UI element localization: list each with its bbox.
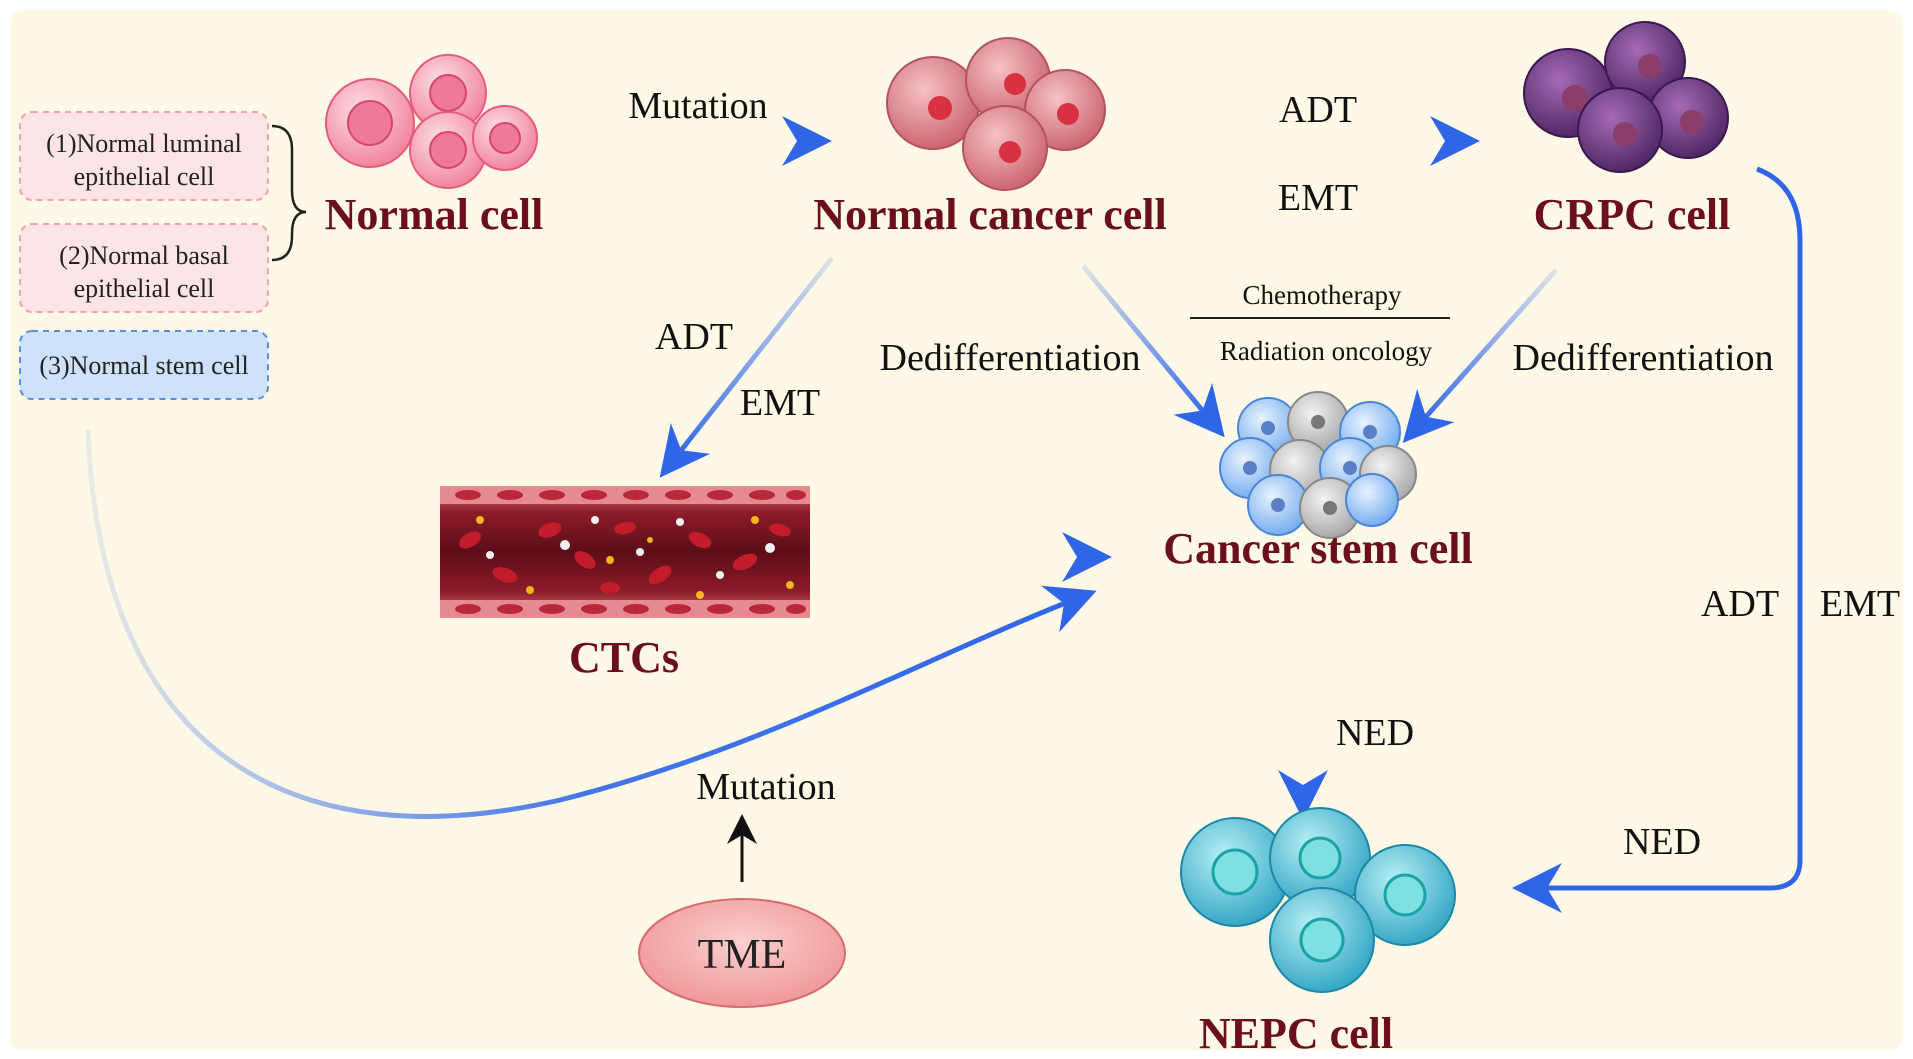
- label-ned-vertical: NED: [1336, 712, 1414, 754]
- ctcs-vessel-icon: [440, 486, 810, 618]
- label-adt-right: ADT: [1701, 583, 1779, 625]
- origin-box-luminal-line2: epithelial cell: [74, 162, 215, 191]
- brace-icon: [271, 124, 307, 262]
- crpc-cell-icon: [1523, 21, 1729, 173]
- cancer-stem-cell-icon: [1219, 391, 1417, 539]
- label-dediff-left: Dedifferentiation: [880, 337, 1141, 379]
- origin-box-luminal-line1: (1)Normal luminal: [46, 129, 242, 158]
- label-chemotherapy: Chemotherapy: [1243, 280, 1402, 310]
- nepc-cell-icon: [1180, 807, 1456, 993]
- origin-box-stem-label: (3)Normal stem cell: [39, 351, 248, 380]
- normal-cancer-cell-icon: [886, 37, 1106, 191]
- label-ned-right: NED: [1623, 821, 1701, 863]
- label-emt-right: EMT: [1820, 583, 1900, 625]
- arrow-stem-origin-to-csc: [85, 429, 1097, 819]
- normal-cell-title: Normal cell: [325, 190, 544, 239]
- tme-label: TME: [698, 932, 787, 978]
- label-emt-ctc: EMT: [740, 382, 820, 424]
- label-mutation-tme: Mutation: [696, 766, 835, 808]
- ctcs-title: CTCs: [569, 633, 679, 682]
- label-dediff-right: Dedifferentiation: [1513, 337, 1774, 379]
- origin-box-basal-line1: (2)Normal basal: [59, 241, 229, 270]
- crpc-cell-title: CRPC cell: [1534, 190, 1731, 239]
- origin-box-luminal: (1)Normal luminal epithelial cell: [19, 111, 269, 201]
- origin-box-basal-line2: epithelial cell: [74, 274, 215, 303]
- origin-box-basal: (2)Normal basal epithelial cell: [19, 223, 269, 313]
- label-mutation-top: Mutation: [628, 85, 767, 127]
- arrow-cancer-to-ctcs: [659, 256, 834, 478]
- arrow-crpc-to-stem: [1402, 268, 1558, 443]
- label-radiation: Radiation oncology: [1220, 336, 1433, 366]
- arrow-cancer-to-stem: [1081, 264, 1225, 438]
- cancer-stem-cell-title: Cancer stem cell: [1163, 524, 1473, 573]
- background-panel: [10, 10, 1903, 1050]
- arrow-crpc-to-nepc: [1512, 166, 1803, 913]
- label-adt-ctc: ADT: [655, 316, 733, 358]
- normal-cell-icon: [325, 54, 538, 189]
- normal-cancer-cell-title: Normal cancer cell: [813, 190, 1166, 239]
- label-adt-top: ADT: [1279, 89, 1357, 131]
- origin-box-stem: (3)Normal stem cell: [19, 330, 269, 400]
- tme-ellipse: [638, 898, 846, 1008]
- label-emt-top: EMT: [1278, 177, 1358, 219]
- nepc-cell-title: NEPC cell: [1199, 1009, 1393, 1058]
